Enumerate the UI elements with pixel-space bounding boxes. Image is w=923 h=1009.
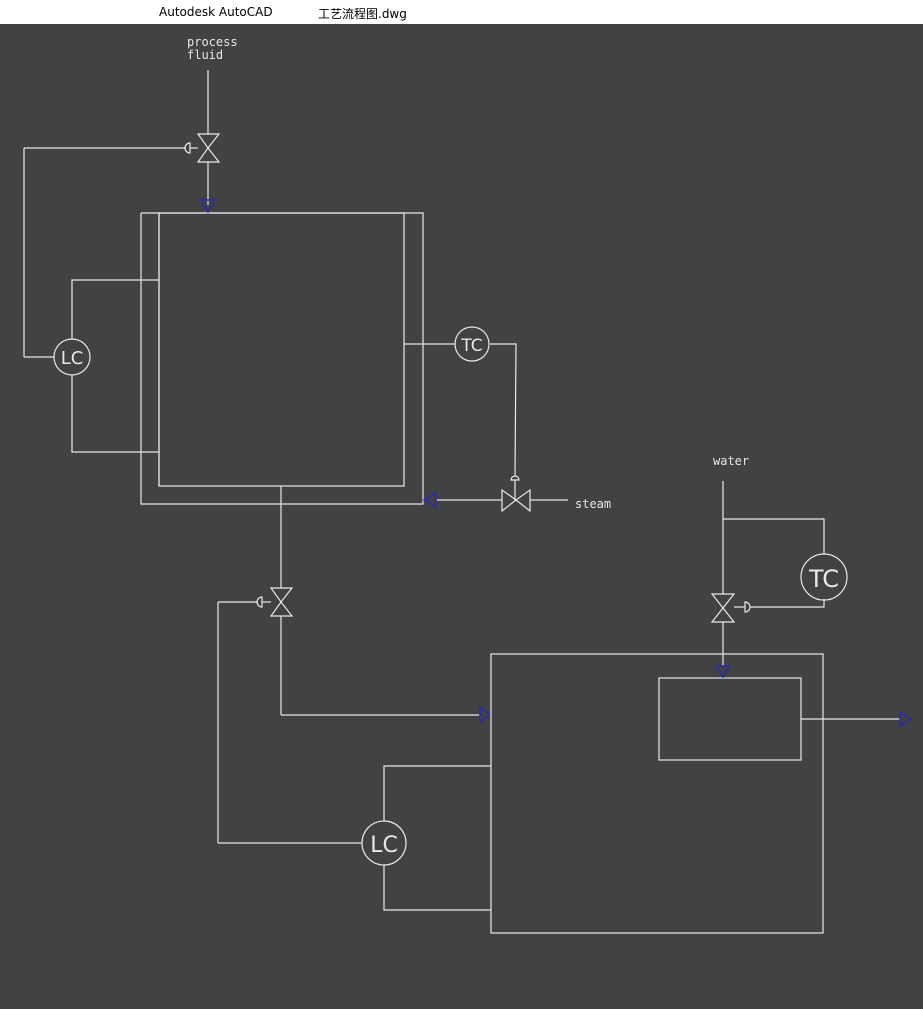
- temperature-controller-top[interactable]: TC: [454, 326, 490, 362]
- level-controller-top[interactable]: LC: [53, 338, 91, 376]
- process-fluid-label: process: [187, 35, 238, 49]
- lc-top-label: LC: [61, 348, 84, 369]
- app-title: Autodesk AutoCAD: [159, 5, 273, 19]
- document-tab[interactable]: 工艺流程图.dwg: [318, 7, 407, 21]
- tc-top-label: TC: [460, 336, 482, 356]
- reactor-outlet-line: [280, 486, 480, 716]
- flow-arrow-icon: [899, 710, 913, 728]
- process-fluid-label-2: fluid: [187, 48, 223, 62]
- water-control-valve[interactable]: [710, 593, 736, 623]
- water-label: water: [713, 454, 749, 468]
- top-temperature-control-loop: [404, 343, 520, 500]
- flow-arrow-icon: [199, 199, 217, 214]
- steam-label: steam: [575, 497, 611, 511]
- temperature-controller-bottom[interactable]: TC: [800, 553, 848, 601]
- level-controller-bottom[interactable]: LC: [361, 820, 407, 866]
- lc-bottom-label: LC: [370, 833, 398, 858]
- cooling-coil[interactable]: [658, 677, 802, 761]
- outlet-control-valve[interactable]: [269, 587, 294, 617]
- flow-arrow-icon: [714, 665, 732, 679]
- steam-control-valve[interactable]: [501, 488, 531, 513]
- tc-bottom-label: TC: [808, 565, 839, 593]
- bottom-level-control-loop: [217, 596, 491, 911]
- flow-arrow-icon: [422, 491, 437, 509]
- reactor-vessel[interactable]: [140, 212, 424, 505]
- top-level-control-loop: [23, 142, 198, 453]
- bottom-temperature-control-loop: [723, 518, 825, 613]
- drawing-canvas[interactable]: [0, 24, 923, 1009]
- flow-arrow-icon: [479, 706, 493, 724]
- lower-tank[interactable]: [490, 653, 824, 934]
- inlet-control-valve[interactable]: [196, 133, 221, 163]
- title-bar: Autodesk AutoCAD 工艺流程图.dwg: [0, 0, 923, 24]
